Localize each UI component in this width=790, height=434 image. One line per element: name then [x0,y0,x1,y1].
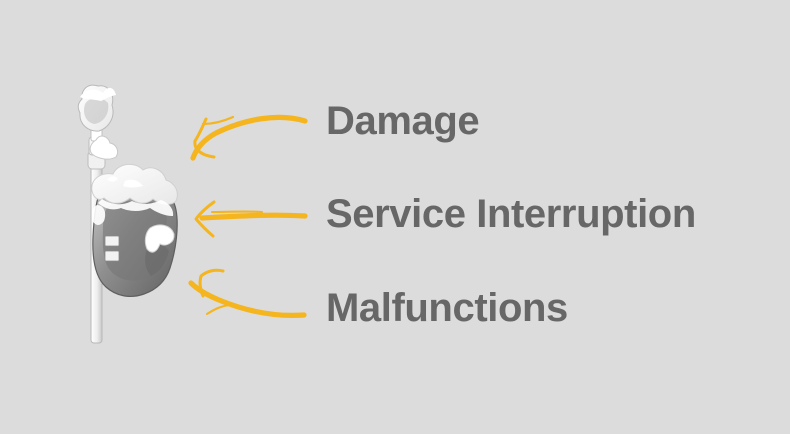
hand-drawn-arrow-icon-group [188,114,308,318]
hand-drawn-arrow-icon [198,268,225,298]
hand-drawn-arrow-icon [188,280,307,318]
hand-drawn-arrow-icon [193,117,216,159]
malfunctions-label: Malfunctions [326,286,568,330]
hand-drawn-arrow-icon [205,303,231,316]
hand-drawn-arrow-icon [201,115,235,126]
hand-drawn-arrow-icon [199,212,308,221]
snow-cover [91,163,178,253]
hand-drawn-arrow-icon [194,200,216,238]
damage-label: Damage [326,99,480,143]
hand-drawn-arrow-icon [190,114,308,161]
service-interruption-label: Service Interruption [326,192,696,236]
regulator-valve [77,84,119,160]
